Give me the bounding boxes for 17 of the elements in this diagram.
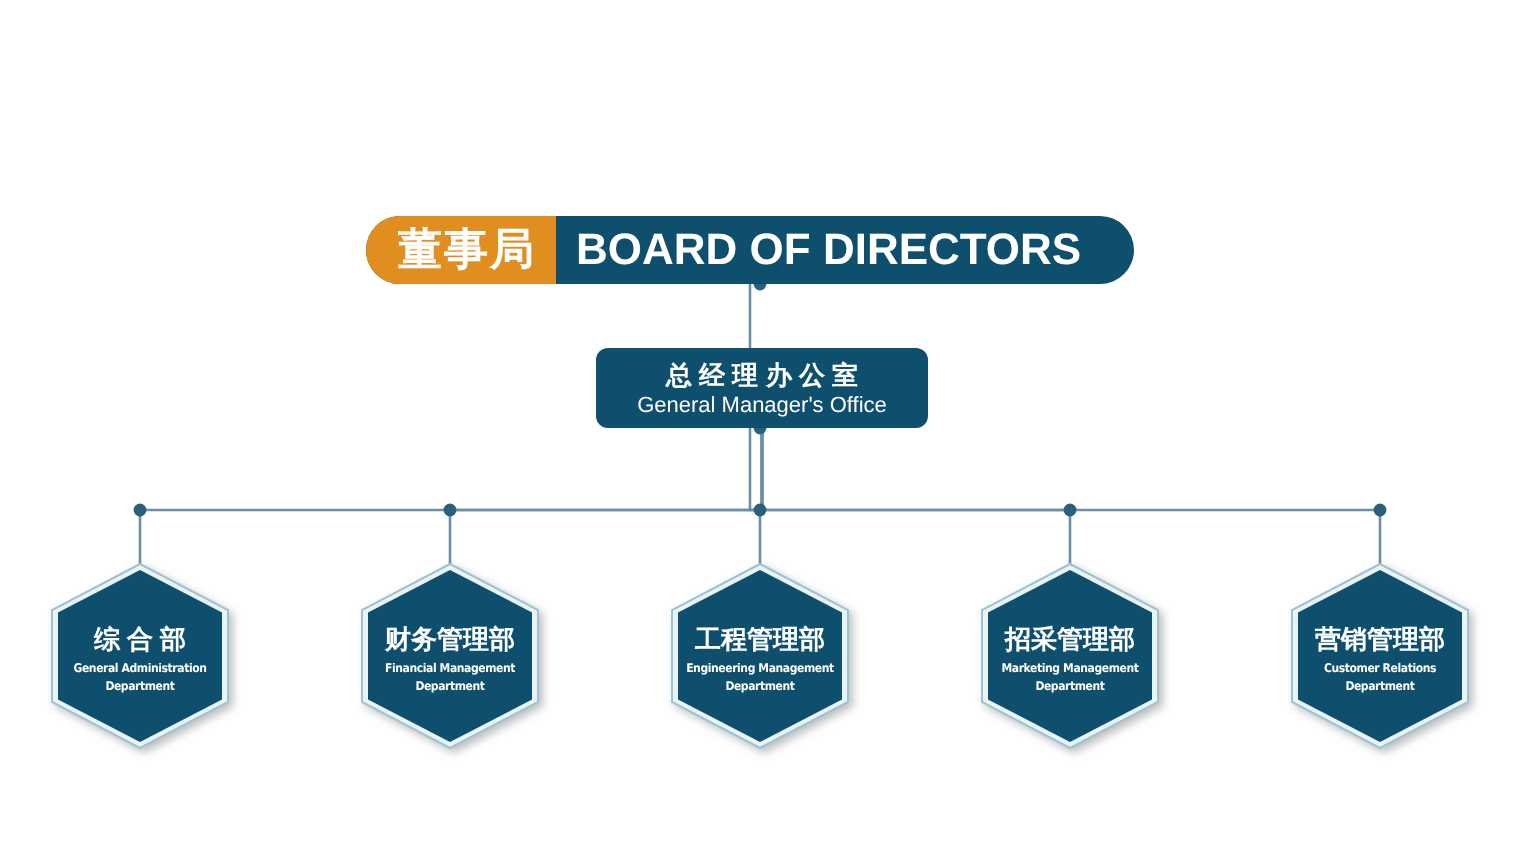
office-box: [596, 348, 928, 428]
chinese-title: 总 经 理 办 公 室: [663, 358, 861, 394]
chinese-title: 招采管理部: [1002, 622, 1137, 658]
connector-line: [760, 428, 1382, 566]
chinese-title: 财务管理部: [383, 622, 517, 658]
chinese-title: 工程管理部: [693, 622, 827, 658]
chinese-title: 营销管理部: [1313, 622, 1447, 658]
department-hexagon: [982, 564, 1158, 748]
department-hexagon: [1292, 564, 1468, 748]
english-title: General Manager's Office: [635, 394, 889, 418]
board-title: BOARD OF DIRECTORS: [574, 222, 1084, 278]
department-hexagon: [52, 564, 228, 748]
department-hexagon: [672, 564, 848, 748]
board-title-banner: [366, 216, 1134, 284]
chinese-title: 综 合 部: [91, 622, 189, 658]
department-hexagon: [362, 564, 538, 748]
chinese-label: 董事局: [366, 216, 556, 284]
